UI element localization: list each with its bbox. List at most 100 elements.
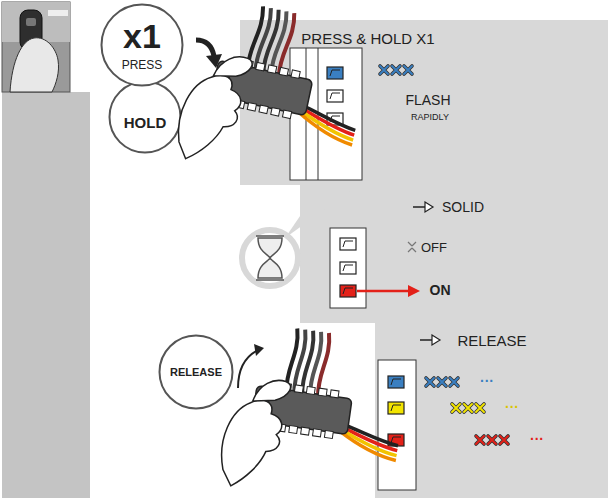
flash-mark [500, 436, 508, 444]
led-yellow-detail [391, 405, 401, 411]
module-terminal [313, 429, 322, 437]
wire [309, 331, 322, 395]
led-off [340, 238, 356, 250]
led-strip [378, 360, 416, 490]
strip-divider [306, 48, 307, 180]
module-terminal [232, 57, 241, 66]
circle-outline [102, 5, 183, 86]
flash-mark [488, 436, 496, 444]
step-label: x1 [123, 19, 161, 53]
led-blue [388, 376, 404, 388]
step-panel: RELEASE········· [375, 323, 608, 498]
flash-mark-outline [380, 66, 388, 74]
arrow-icon [420, 339, 432, 341]
release-arrow-head [254, 344, 264, 356]
hand [172, 69, 245, 168]
led-red-detail [391, 437, 401, 443]
led-off [340, 262, 356, 274]
led-strip [330, 228, 366, 308]
module-terminal [301, 427, 310, 435]
module-terminal [267, 65, 276, 74]
flash-mark [476, 404, 484, 412]
step-circle: HOLD [108, 80, 182, 154]
step-text: PRESS [122, 59, 163, 71]
wire [296, 107, 358, 136]
flash-mark-outline [476, 404, 484, 412]
step-text: ··· [480, 374, 494, 388]
module-terminal [244, 60, 253, 69]
flash-mark-outline [426, 378, 434, 386]
hand-photo [10, 38, 59, 92]
led-blue-detail [391, 379, 401, 385]
module-terminal [256, 62, 265, 71]
flash-mark [380, 66, 388, 74]
step-label: RELEASE [170, 367, 222, 378]
step-panel: PRESS & HOLD X1FLASHRAPIDLY [240, 20, 608, 185]
flash-mark [392, 66, 400, 74]
hourglass-symbol [256, 236, 284, 280]
step-label: SOLID [442, 200, 484, 214]
circle-outline [110, 82, 181, 153]
wire [263, 9, 281, 73]
wire [297, 104, 359, 130]
led-off-detail [330, 116, 340, 122]
arrow-icon [413, 206, 425, 208]
off-icon [408, 242, 416, 252]
wire [301, 330, 314, 394]
module-terminal [291, 70, 300, 79]
step-label: RELEASE [457, 333, 526, 348]
flash-mark [450, 378, 458, 386]
on-arrow [357, 290, 410, 293]
thumb [214, 52, 254, 83]
led-blue-detail [330, 70, 340, 76]
on-arrow-head [408, 285, 420, 297]
led-red [388, 434, 404, 446]
module-button [258, 400, 269, 409]
module-terminal [271, 382, 280, 390]
module-terminal [282, 110, 291, 119]
flash-mark-outline [450, 378, 458, 386]
flash-mark-outline [476, 436, 484, 444]
led-off-detail [343, 265, 353, 271]
module-terminal [271, 108, 280, 117]
step-text: FLASH [405, 93, 450, 107]
module-terminal [277, 424, 286, 432]
arrow-icon-head [425, 202, 433, 212]
module-terminal [289, 425, 298, 433]
flash-mark [426, 378, 434, 386]
wire [270, 11, 288, 75]
led-red [340, 285, 356, 297]
wire [247, 6, 265, 70]
wire [278, 12, 296, 76]
led-red-detail [343, 288, 353, 294]
module-terminal [259, 105, 268, 114]
thumb [253, 377, 292, 406]
flash-mark-outline [488, 436, 496, 444]
wire [338, 426, 400, 451]
flash-mark [464, 404, 472, 412]
step-circle: x1PRESS [100, 3, 184, 87]
callout-tail [285, 184, 360, 238]
flash-mark-outline [452, 404, 460, 412]
arrow-icon-head [432, 335, 440, 345]
hourglass-circle [242, 230, 298, 286]
step-label: HOLD [124, 115, 167, 130]
module-terminal [294, 385, 303, 393]
step-text: ON [430, 283, 451, 297]
module-terminal [306, 387, 315, 395]
side-bar [2, 92, 90, 498]
flash-mark [452, 404, 460, 412]
module-body [252, 385, 352, 434]
flash-mark-outline [500, 436, 508, 444]
wire [339, 423, 400, 445]
module-body [211, 60, 312, 115]
module-terminal [324, 430, 333, 438]
flash-mark-outline [464, 404, 472, 412]
wire [336, 431, 398, 461]
wire [293, 111, 356, 145]
led-off [327, 113, 343, 125]
step-label: PRESS & HOLD X1 [301, 31, 434, 46]
module-terminal [318, 388, 327, 396]
hand-with-module [217, 320, 412, 498]
